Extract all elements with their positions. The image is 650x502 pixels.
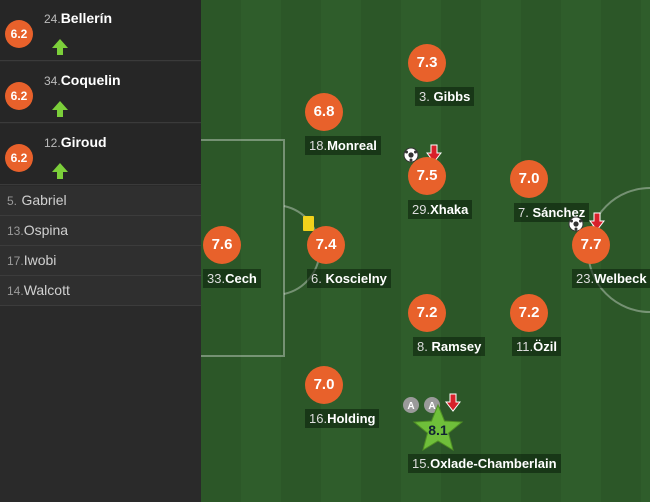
rating-badge: 6.2 (5, 82, 33, 110)
substitute-row[interactable]: 6.2 24.Bellerín (0, 0, 201, 61)
goal-ball-icon (403, 147, 419, 163)
rating-badge: 6.2 (5, 144, 33, 172)
player-monreal[interactable]: 6.8 18.Monreal (305, 93, 435, 163)
player-label: 7. Sánchez (514, 203, 590, 222)
sub-off-arrow-icon (426, 144, 442, 163)
bench-row[interactable]: 13.Ospina (0, 216, 201, 246)
player-label: 29.Xhaka (408, 200, 473, 219)
rating-badge: 7.2 (408, 294, 446, 332)
player-label: 23.Welbeck (572, 269, 650, 288)
bench-row[interactable]: 14.Walcott (0, 276, 201, 306)
player-number: 24. (44, 12, 61, 26)
bench-row[interactable]: 5. Gabriel (0, 186, 201, 216)
yellow-card-icon (303, 216, 314, 231)
player-label: 11.Özil (512, 337, 561, 356)
rating-badge: 7.3 (408, 44, 446, 82)
player-name: Walcott (23, 282, 70, 298)
player-holding[interactable]: 7.0 16.Holding (305, 366, 435, 436)
player-number: 17. (7, 254, 24, 268)
rating-badge: 7.7 (572, 226, 610, 264)
player-number: 14. (7, 284, 24, 298)
sub-on-arrow-icon (52, 39, 68, 55)
assist-icon: A (403, 397, 419, 413)
rating-badge: 6.2 (5, 20, 33, 48)
rating-badge: 7.0 (510, 160, 548, 198)
player-koscielny[interactable]: 7.4 6. Koscielny (307, 226, 437, 296)
player-cech[interactable]: 7.6 33.Cech (203, 226, 333, 296)
player-ozil[interactable]: 7.2 11.Özil (510, 294, 640, 364)
player-number: 5. (7, 194, 18, 208)
assist-badge-letter: A (428, 401, 435, 412)
player-label: 3. Gibbs (415, 87, 475, 106)
bench-row[interactable]: 17.Iwobi (0, 246, 201, 276)
rating-badge: 7.0 (305, 366, 343, 404)
rating-badge: 7.5 (408, 157, 446, 195)
player-name: Iwobi (23, 252, 57, 268)
player-label: 18.Monreal (305, 136, 381, 155)
player-label: 16.Holding (305, 409, 380, 428)
player-oxlade-chamberlain[interactable]: 8.1 (412, 403, 464, 452)
player-label: 33.Cech (203, 269, 261, 288)
substitute-row[interactable]: 6.2 34.Coquelin (0, 62, 201, 123)
player-label: 8. Ramsey (413, 337, 486, 356)
player-name: Bellerín (60, 10, 113, 26)
sub-on-arrow-icon (52, 101, 68, 117)
substitute-row[interactable]: 6.2 12.Giroud (0, 124, 201, 185)
player-name: Coquelin (60, 72, 121, 88)
rating-value: 8.1 (428, 422, 448, 438)
rating-badge: 7.4 (307, 226, 345, 264)
player-xhaka[interactable]: 7.5 29.Xhaka (408, 157, 538, 227)
player-label: 15.Oxlade-Chamberlain (408, 454, 561, 473)
man-of-the-match-star-icon (412, 403, 464, 452)
player-sanchez[interactable]: 7.0 7. Sánchez (510, 160, 640, 230)
sub-off-arrow-icon (589, 212, 605, 231)
player-number: 34. (44, 74, 61, 88)
sub-on-arrow-icon (52, 163, 68, 179)
sub-off-arrow-icon (445, 393, 461, 412)
player-number: 13. (7, 224, 24, 238)
player-ramsey[interactable]: 7.2 8. Ramsey (408, 294, 538, 364)
rating-badge: 6.8 (305, 93, 343, 131)
player-label: 6. Koscielny (307, 269, 391, 288)
goal-ball-icon (568, 216, 584, 232)
substitutes-panel: 6.2 24.Bellerín 6.2 34.Coquelin 6.2 12.G… (0, 0, 201, 502)
player-gibbs[interactable]: 7.3 3. Gibbs (408, 44, 538, 114)
rating-badge: 7.6 (203, 226, 241, 264)
player-name: Ospina (23, 222, 69, 238)
player-number: 12. (44, 136, 61, 150)
player-name: Giroud (60, 134, 107, 150)
rating-badge: 7.2 (510, 294, 548, 332)
assist-badge-letter: A (407, 401, 414, 412)
player-name: Gabriel (21, 192, 67, 208)
pitch: 7.6 33.Cech 7.4 6. Koscielny 6.8 18.Monr… (201, 0, 650, 502)
player-welbeck[interactable]: 7.7 23.Welbeck (572, 226, 650, 296)
